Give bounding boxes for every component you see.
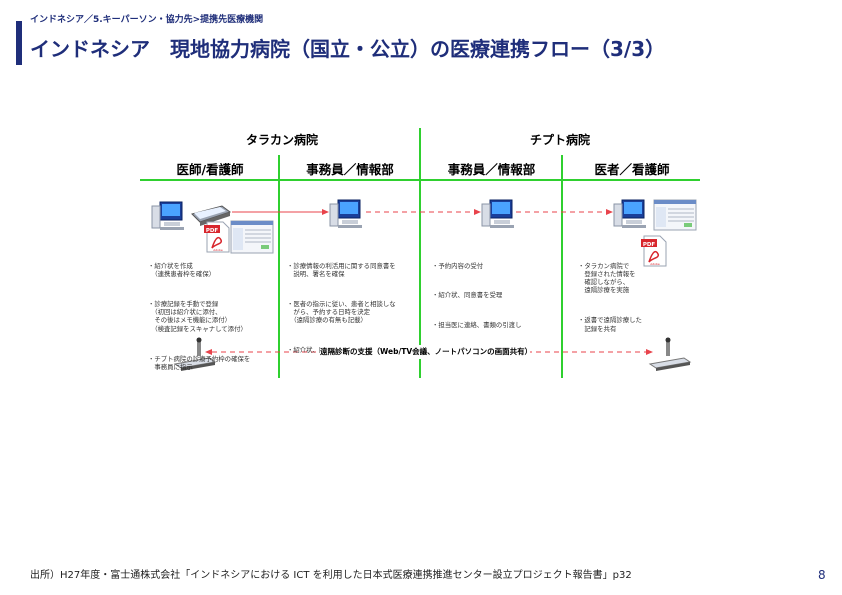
note-item: ・医者の指示に従い、患者と相談しな がら、予約する日時を決定 （遠隔診療の有無も… [287,300,396,325]
computer-icon [152,202,184,230]
notes-column-3: ・予約内容の受付 ・紹介状、同意書を受理 ・担当医に連絡、書類の引渡し [432,245,521,351]
flow-arrowhead-1 [322,209,329,215]
role-header-3: 事務員／情報部 [422,159,561,178]
flow-arrowhead-3 [606,209,613,215]
page-number: 8 [818,568,826,582]
note-item: ・紹介状を作成 （連携患者枠を確保） [148,262,250,279]
note-item: ・予約内容の受付 [432,262,521,270]
note-item: ・タラカン病院で 登録された情報を 確認しながら、 遠隔診療を実施 [578,262,642,295]
webcam-laptop-icon [650,338,690,372]
role-header-1: 医師/看護師 [142,159,278,178]
remote-support-label: 遠隔診断の支援（Web/TV会議、ノートパソコンの画面共有） [320,345,530,359]
remote-support-arrowhead-right [646,349,653,355]
notes-column-4: ・タラカン病院で 登録された情報を 確認しながら、 遠隔診療を実施 ・返書で遠隔… [578,245,642,355]
computer-icon [330,200,362,228]
hospital-header-cipto: チプト病院 [510,131,610,148]
note-item: ・返書で遠隔診療した 記録を共有 [578,316,642,333]
flow-arrowhead-2 [474,209,481,215]
pdf-icon: PDF Adobe [641,236,666,266]
pdf-icon-brand: Adobe [650,262,660,266]
notes-column-1: ・紹介状を作成 （連携患者枠を確保） ・診療記録を手動で登録 （初回は紹介状に添… [148,245,250,393]
note-item: ・診療情報の利活用に関する同意書を 説明、署名を確保 [287,262,396,279]
note-item: ・診療記録を手動で登録 （初回は紹介状に添付、 その後はメモ機能に添付） （検査… [148,300,250,333]
computer-icon [614,200,646,228]
note-item: ・担当医に連絡、書類の引渡し [432,321,521,329]
note-item: ・チプト病院の診療予約枠の確保を 事務員に指示 [148,355,250,372]
role-header-4: 医者／看護師 [564,159,700,178]
role-header-2: 事務員／情報部 [281,159,419,178]
computer-icon [482,200,514,228]
note-item: ・紹介状、同意書を受理 [432,291,521,299]
source-citation: 出所）H27年度・富士通株式会社「インドネシアにおける ICT を利用した日本式… [30,566,632,581]
pdf-icon-label: PDF [206,228,219,234]
hospital-header-tarakan: タラカン病院 [232,131,332,148]
screenshot-thumbnail [654,200,696,230]
pdf-icon-label: PDF [643,242,656,248]
